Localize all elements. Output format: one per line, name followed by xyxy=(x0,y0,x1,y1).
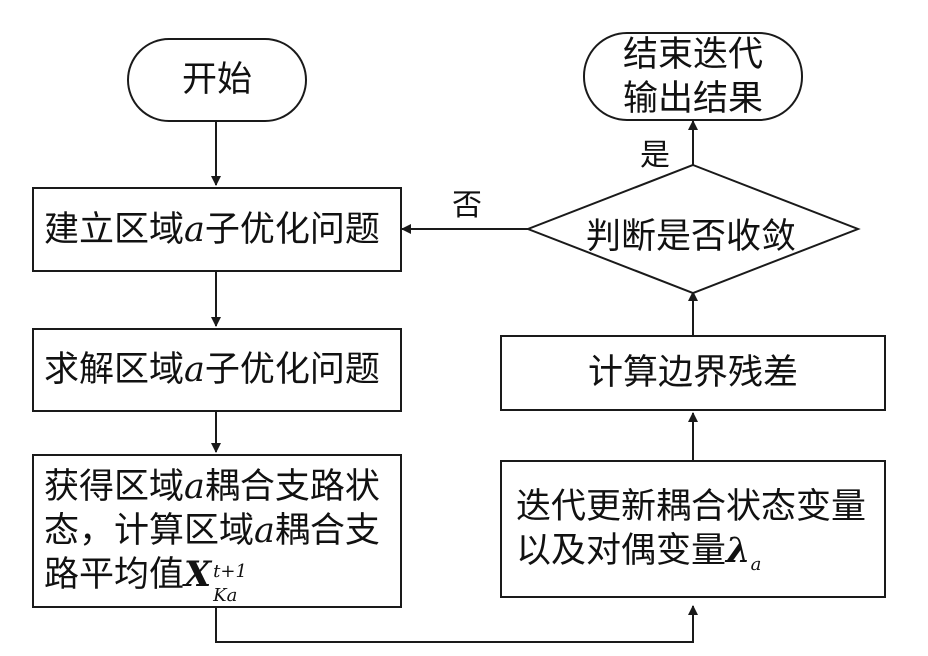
obtain-line2: 态，计算区域a耦合支 xyxy=(44,511,380,551)
obtain-line1: 获得区域a耦合支路状 xyxy=(44,467,380,507)
build-label: 建立区域a子优化问题 xyxy=(44,209,380,250)
solve-subproblem-box: 求解区域a子优化问题 xyxy=(32,328,402,412)
end-label-line2: 输出结果 xyxy=(622,78,763,119)
dual-variable-symbol: λ xyxy=(726,530,751,571)
end-label-line1: 结束迭代 xyxy=(622,34,763,75)
decision-label: 判断是否收敛 xyxy=(586,217,797,257)
build-subproblem-box: 建立区域a子优化问题 xyxy=(32,187,402,272)
arrow-obtain-to-iterate xyxy=(215,605,698,643)
dual-variable-subscript: a xyxy=(750,554,762,575)
no-label: 否 xyxy=(452,188,482,223)
symbol-subscript: Ka xyxy=(213,585,238,606)
residual-box: 计算边界残差 xyxy=(500,335,886,411)
solve-label: 求解区域a子优化问题 xyxy=(44,350,380,390)
end-terminal: 结束迭代 输出结果 xyxy=(583,32,803,121)
average-value-symbol: X xyxy=(184,554,212,595)
start-label: 开始 xyxy=(181,60,252,100)
iterate-line1: 迭代更新耦合状态变量 xyxy=(516,487,867,527)
iterate-line2: 以及对偶变量λa xyxy=(516,530,762,575)
iterate-update-box: 迭代更新耦合状态变量 以及对偶变量λa xyxy=(500,460,886,598)
yes-label: 是 xyxy=(640,138,670,173)
residual-label: 计算边界残差 xyxy=(587,353,798,393)
start-terminal: 开始 xyxy=(127,38,307,122)
decision-diamond xyxy=(525,163,861,295)
symbol-superscript: t+1 xyxy=(213,561,247,582)
